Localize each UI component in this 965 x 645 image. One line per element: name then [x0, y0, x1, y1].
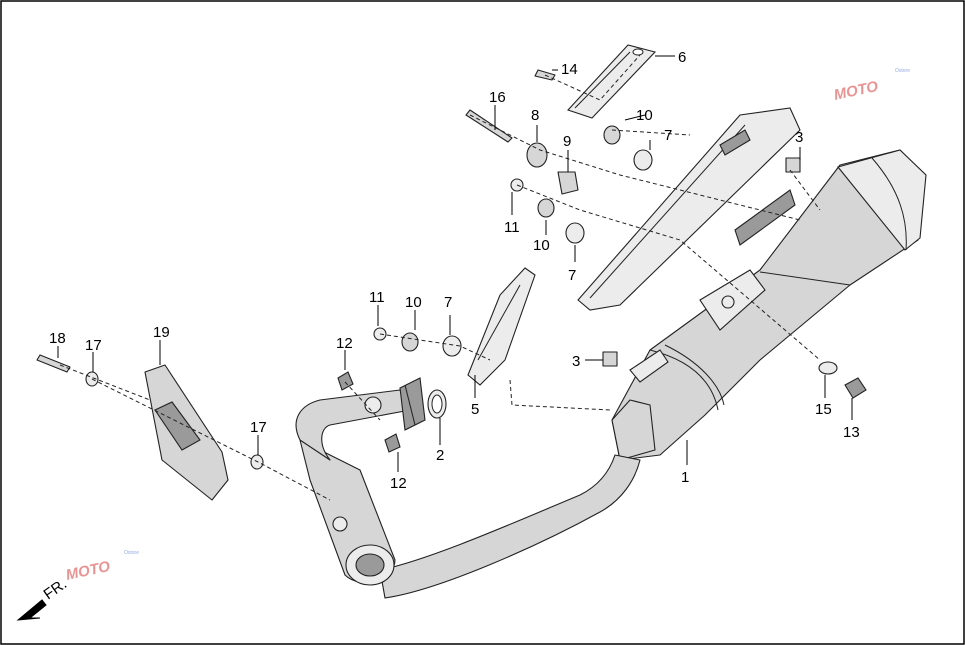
- cap-nut: [337, 371, 354, 391]
- callout-2: 2: [436, 447, 444, 464]
- heat-shield-front: [467, 267, 536, 386]
- callout-10: 10: [636, 107, 653, 124]
- front-label: FR.: [41, 575, 71, 603]
- callout-3: 3: [795, 129, 803, 146]
- callout-16: 16: [489, 89, 506, 106]
- grommet: [526, 142, 548, 168]
- cushion: [603, 125, 621, 145]
- callout-19: 19: [153, 324, 170, 341]
- clip-upper: [785, 157, 801, 173]
- heat-shield-muffler: [577, 107, 801, 311]
- callout-18: 18: [49, 330, 66, 347]
- rubber-washer: [633, 149, 653, 171]
- callout-7: 7: [444, 294, 452, 311]
- plain-washer: [818, 361, 838, 375]
- callout-12: 12: [390, 475, 407, 492]
- mounting-bracket: [567, 44, 657, 119]
- watermark-sub: Ostore: [895, 68, 910, 74]
- callout-7: 7: [664, 127, 672, 144]
- callout-11: 11: [369, 289, 385, 306]
- callout-15: 15: [815, 401, 832, 418]
- cushion: [537, 198, 555, 218]
- assembly-lines: [59, 54, 821, 501]
- cap-nut: [384, 433, 401, 453]
- watermark-sub: Ostore: [124, 550, 139, 556]
- clip-lower: [602, 351, 618, 367]
- callout-17: 17: [85, 337, 102, 354]
- watermark-logo: MOTO: [64, 558, 112, 584]
- callout-13: 13: [843, 424, 860, 441]
- callout-3: 3: [572, 353, 580, 370]
- callout-8: 8: [531, 107, 539, 124]
- collar: [557, 171, 579, 195]
- callout-7: 7: [568, 267, 576, 284]
- callout-5: 5: [471, 401, 479, 418]
- callout-9: 9: [563, 133, 571, 150]
- front-arrow-icon: [16, 599, 47, 621]
- rubber-washer: [565, 222, 585, 244]
- callout-6: 6: [678, 49, 686, 66]
- long-bolt: [465, 109, 513, 143]
- flange-nut: [844, 377, 867, 399]
- watermark-top-right: MOTO Ostore: [832, 68, 910, 104]
- hex-bolt: [36, 354, 71, 373]
- callout-11: 11: [504, 219, 520, 236]
- rubber-washer: [442, 335, 462, 357]
- exhaust-flange: [399, 377, 426, 431]
- callout-10: 10: [405, 294, 422, 311]
- leader-lines: [57, 55, 853, 472]
- cushion: [401, 332, 419, 352]
- front-direction-indicator: FR.: [16, 575, 71, 621]
- muffler-assembly: [295, 149, 927, 599]
- callout-12: 12: [336, 335, 353, 352]
- callout-10: 10: [533, 237, 550, 254]
- callout-1: 1: [681, 469, 689, 486]
- callout-14: 14: [561, 61, 578, 78]
- callout-17: 17: [250, 419, 267, 436]
- callout-labels: 1 2 3 3 5 6 7 7 7 8 9 10 10 10 11 11 12 …: [49, 49, 860, 492]
- watermark-logo: MOTO: [832, 78, 880, 104]
- watermark-bottom-left: MOTO Ostore: [64, 550, 139, 584]
